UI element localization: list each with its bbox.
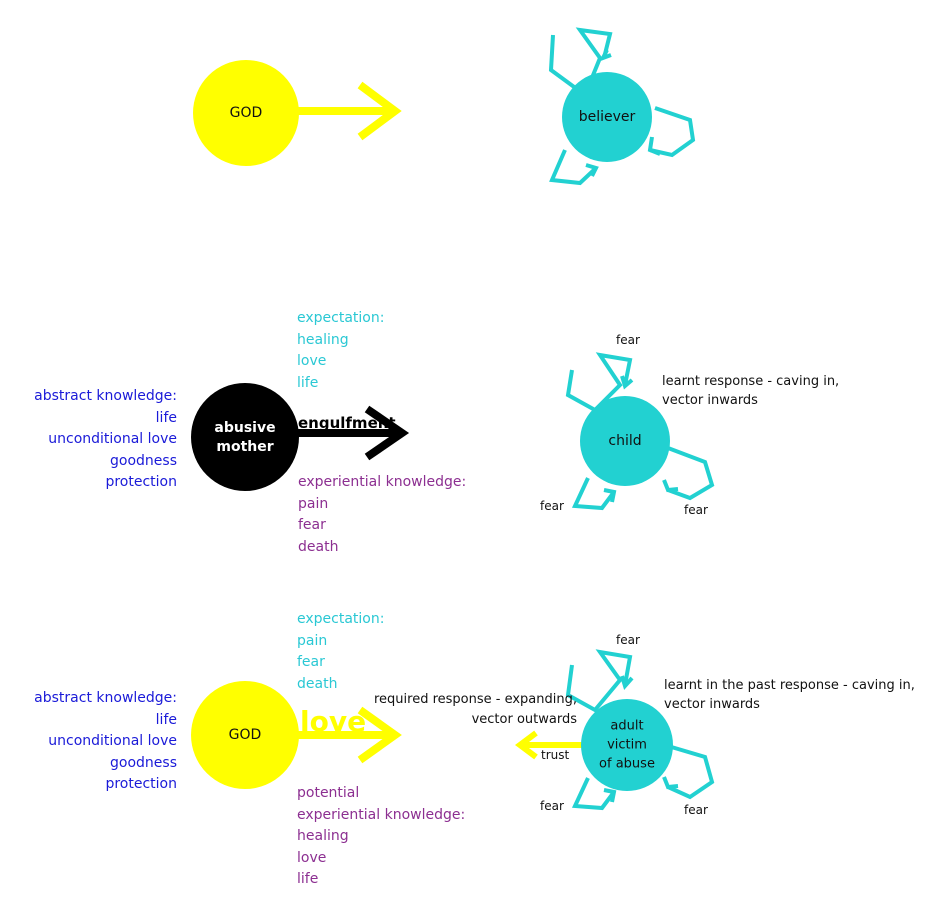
abstract-heading: abstract knowledge: <box>34 690 177 706</box>
abstract-item: life <box>155 409 177 426</box>
abstract-item: goodness <box>110 452 177 469</box>
god-label: GOD <box>230 105 263 121</box>
experiential-item: fear <box>298 517 326 533</box>
mother-label-line2: mother <box>216 439 273 455</box>
abstract-item: protection <box>105 776 177 792</box>
past-response-line1: learnt in the past response - caving in, <box>664 678 915 693</box>
experiential-item: death <box>298 538 339 555</box>
potential-heading: potential <box>297 785 360 801</box>
trust-arrow <box>515 730 582 760</box>
experiential-heading: experiential knowledge: <box>298 474 467 490</box>
experiential-knowledge-list: experiential knowledge: pain fear death <box>298 472 466 558</box>
abstract-item: protection <box>105 474 177 490</box>
expectation-heading: expectation: <box>297 310 385 326</box>
potential-item: healing <box>297 828 349 844</box>
expectation-item: fear <box>297 654 325 670</box>
learnt-response-note: learnt response - caving in, vector inwa… <box>662 372 839 410</box>
potential-knowledge-list: potential experiential knowledge: healin… <box>297 783 465 891</box>
mother-circle <box>191 383 299 491</box>
expectation-item: love <box>297 353 327 369</box>
required-response-line2: vector outwards <box>471 712 577 727</box>
victim-label-line1: adult <box>610 719 643 734</box>
mother-label-line1: abusive <box>214 420 275 436</box>
fear-label-right: fear <box>684 503 708 517</box>
god-circle-2 <box>191 681 299 789</box>
expectation-item: death <box>297 675 338 692</box>
love-arrow <box>298 706 402 764</box>
learnt-response-line2: vector inwards <box>662 393 758 408</box>
abstract-item: life <box>155 711 177 728</box>
panel-god-victim: GOD love trust adult victim o <box>191 649 715 811</box>
expectation-item: pain <box>297 632 328 649</box>
victim-label-line2: victim <box>607 738 647 753</box>
expectation-item: healing <box>297 331 349 348</box>
past-response-line2: vector inwards <box>664 697 760 712</box>
abstract-knowledge-list-3: abstract knowledge: life unconditional l… <box>34 688 177 796</box>
trust-label: trust <box>541 748 569 762</box>
child-label: child <box>608 433 641 449</box>
potential-heading: experiential knowledge: <box>297 806 466 823</box>
god-label-2: GOD <box>229 727 262 743</box>
required-response-note: required response - expanding, vector ou… <box>374 690 577 730</box>
child-inward-vectors <box>565 352 715 511</box>
fear-label-top-3: fear <box>616 633 640 647</box>
victim-circle <box>581 699 673 791</box>
love-label: love <box>300 705 366 738</box>
potential-item: life <box>297 871 319 887</box>
child-circle <box>580 396 670 486</box>
victim-label-line3: of abuse <box>599 757 655 772</box>
victim-inward-vectors <box>565 649 715 811</box>
abstract-knowledge-list-2: abstract knowledge: life unconditional l… <box>34 386 177 494</box>
believer-inward-vectors <box>548 27 696 186</box>
abstract-item: unconditional love <box>48 733 177 749</box>
experiential-item: pain <box>298 495 329 512</box>
engulfment-label: engulfment <box>298 414 396 432</box>
expectation-item: life <box>297 374 319 391</box>
expectation-heading: expectation: <box>297 611 385 627</box>
required-response-line1: required response - expanding, <box>373 692 577 707</box>
abstract-item: unconditional love <box>48 431 177 447</box>
engulfment-arrow <box>298 405 410 461</box>
fear-label-top: fear <box>616 333 640 347</box>
learnt-response-line1: learnt response - caving in, <box>662 374 840 389</box>
god-circle <box>193 60 299 166</box>
believer-label: believer <box>579 109 636 125</box>
abstract-item: goodness <box>110 754 177 771</box>
past-response-note: learnt in the past response - caving in,… <box>664 676 915 714</box>
god-arrow <box>298 81 402 141</box>
fear-label-left: fear <box>540 499 564 513</box>
abstract-heading: abstract knowledge: <box>34 388 177 404</box>
expectation-list-3: expectation: pain fear death <box>297 609 384 695</box>
panel-god-believer: GOD believer <box>193 27 696 186</box>
expectation-list-2: expectation: healing love life <box>297 308 384 394</box>
potential-item: love <box>297 849 327 866</box>
fear-label-left-3: fear <box>540 799 564 813</box>
fear-label-right-3: fear <box>684 803 708 817</box>
believer-circle <box>562 72 652 162</box>
panel-mother-child: abusive mother engulfment child <box>191 352 715 511</box>
